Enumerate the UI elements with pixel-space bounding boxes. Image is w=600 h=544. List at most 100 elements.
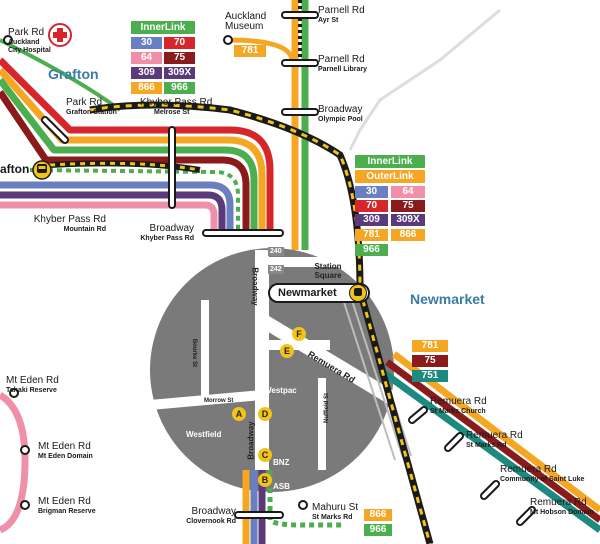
stop-broadway-clovernook[interactable]: Broadway Clovernook Rd [170, 506, 236, 526]
stop-sub: Clovernook Rd [186, 518, 236, 525]
stop-khyber-mountain[interactable]: Khyber Pass Rd Mountain Rd [32, 214, 106, 234]
route-chip-museum[interactable]: 781 [234, 45, 266, 57]
bus-stop-a[interactable]: A [232, 407, 246, 421]
route-chip[interactable]: 751 [412, 370, 448, 382]
route-chip[interactable]: 75 [391, 200, 425, 212]
street-morrow: Morrow St [204, 398, 234, 404]
bus-stop-f[interactable]: F [292, 327, 306, 341]
area-label-grafton: Grafton [48, 66, 99, 82]
route-chip[interactable]: 781 [355, 229, 388, 241]
route-chip[interactable]: 309 [355, 214, 388, 226]
street-bourke: Bourke St [191, 338, 198, 368]
stop-broadway-olympic[interactable]: Broadway Olympic Pool [318, 104, 363, 124]
stop-sub: Mt Hobson Domain [530, 509, 594, 516]
centre-streets [149, 250, 399, 470]
bus-stop-b[interactable]: B [258, 473, 272, 487]
bus-stop-c[interactable]: C [258, 448, 272, 462]
innerlink-header: InnerLink [131, 21, 195, 34]
route-chip[interactable]: 70 [164, 37, 195, 49]
route-chip[interactable]: 866 [131, 82, 162, 94]
hospital-cross-icon [48, 23, 72, 47]
route-chip[interactable]: 966 [364, 524, 392, 536]
stop-sub: Olympic Pool [318, 116, 363, 123]
stop-sub: Auckland [8, 39, 40, 46]
stop-mt-eden-brigman[interactable]: Mt Eden Rd Brigman Reserve [38, 496, 96, 516]
route-chip[interactable]: 75 [164, 52, 195, 64]
stop-sub: Mountain Rd [63, 226, 106, 233]
stop-name: Parnell Rd [318, 5, 365, 16]
route-chip[interactable]: 70 [355, 200, 388, 212]
stop-sub: Tahaki Reserve [6, 387, 57, 394]
stop-name: Broadway [191, 506, 236, 517]
stop-grafton-station[interactable]: afton [0, 163, 29, 175]
landmark-asb: ASB [273, 482, 290, 491]
stop-sub: Ayr St [318, 17, 339, 24]
stop-name: Park Rd [8, 27, 45, 38]
stop-park-rd-grafton[interactable]: Park Rd Grafton Station [66, 98, 117, 117]
train-icon [32, 160, 52, 180]
stop-park-rd-hospital[interactable]: Park Rd Auckland City Hospital [8, 27, 51, 55]
route-chip[interactable]: 30 [355, 186, 388, 198]
station-name: Newmarket [278, 287, 337, 299]
train-icon [349, 284, 367, 302]
route-chip[interactable]: 966 [355, 244, 388, 256]
stop-parnell-library[interactable]: Parnell Rd Parnell Library [318, 55, 367, 74]
street-broadway: Broadway [246, 421, 256, 460]
landmark-westpac: Westpac [264, 386, 297, 395]
street-nuffield: Nuffield St [324, 393, 330, 423]
stop-name: Broadway [149, 223, 194, 234]
stop-sub: St Marks Church [430, 408, 486, 415]
route-chip[interactable]: 30 [131, 37, 162, 49]
landmark-westfield: Westfield [186, 430, 222, 439]
route-chip[interactable]: 64 [391, 186, 425, 198]
stop-remuera-st-marks-rd[interactable]: Remuera Rd St Marks Rd [466, 430, 523, 450]
bus-stop-e[interactable]: E [280, 344, 294, 358]
stop-remuera-hobson[interactable]: Remuera Rd Mt Hobson Domain [530, 498, 594, 517]
station-square-label: Station Square [314, 262, 342, 280]
outerlink-header: OuterLink [355, 170, 425, 183]
stop-mahuru[interactable]: Mahuru St St Marks Rd [312, 502, 359, 522]
stop-name: Khyber Pass Rd [33, 214, 106, 225]
stop-tag-240[interactable]: 240 [268, 247, 284, 256]
stop-auckland-museum[interactable]: Auckland Museum [225, 12, 266, 32]
stop-name: Auckland [225, 11, 267, 22]
stop-remuera-st-marks-church[interactable]: Remuera Rd St Marks Church [430, 397, 487, 416]
stop-mt-eden-tahaki[interactable]: Mt Eden Rd Tahaki Reserve [6, 376, 59, 395]
route-chip[interactable]: 866 [391, 229, 425, 241]
stop-remuera-community[interactable]: Remuera Rd Community of Saint Luke [500, 464, 585, 484]
route-chip[interactable]: 309X [164, 67, 195, 79]
route-chip[interactable]: 966 [164, 82, 195, 94]
street-broadway: Broadway [250, 267, 260, 306]
stop-khyber-melrose[interactable]: Khyber Pass Rd Melrose St [140, 98, 212, 117]
stop-sub: St Marks Rd [312, 514, 353, 521]
stop-sub: Grafton Station [66, 109, 117, 116]
stop-name: Mahuru St [312, 502, 359, 513]
route-chip[interactable]: 309 [131, 67, 162, 79]
route-chip[interactable]: 781 [412, 340, 448, 352]
stop-sub: Khyber Pass Rd [140, 235, 194, 242]
bus-stop-d[interactable]: D [258, 407, 272, 421]
route-chip[interactable]: 866 [364, 509, 392, 521]
innerlink-header: InnerLink [355, 155, 425, 168]
stop-sub: Community of Saint Luke [500, 476, 585, 483]
stop-parnell-ayr[interactable]: Parnell Rd Ayr St [318, 5, 365, 25]
stop-mt-eden-domain[interactable]: Mt Eden Rd Mt Eden Domain [38, 441, 93, 461]
stop-name: Broadway [318, 104, 363, 115]
stop-name: Remuera Rd [500, 464, 557, 475]
area-label-newmarket: Newmarket [410, 291, 485, 307]
stop-name: Mt Eden Rd [38, 441, 91, 452]
stop-name: Remuera Rd [466, 430, 523, 441]
route-chip[interactable]: 309X [391, 214, 425, 226]
landmark-bnz: BNZ [273, 458, 290, 467]
stop-name: Museum [225, 21, 264, 32]
stop-tag-242[interactable]: 242 [268, 265, 284, 274]
stop-broadway-khyber[interactable]: Broadway Khyber Pass Rd [130, 223, 194, 243]
newmarket-station-label[interactable]: Newmarket [268, 283, 370, 303]
route-chip[interactable]: 64 [131, 52, 162, 64]
stop-name: Mt Eden Rd [38, 496, 91, 507]
stop-dots [3, 35, 308, 510]
route-chip[interactable]: 75 [412, 355, 448, 367]
stop-name: afton [0, 162, 30, 176]
stop-sub: Brigman Reserve [38, 508, 96, 515]
